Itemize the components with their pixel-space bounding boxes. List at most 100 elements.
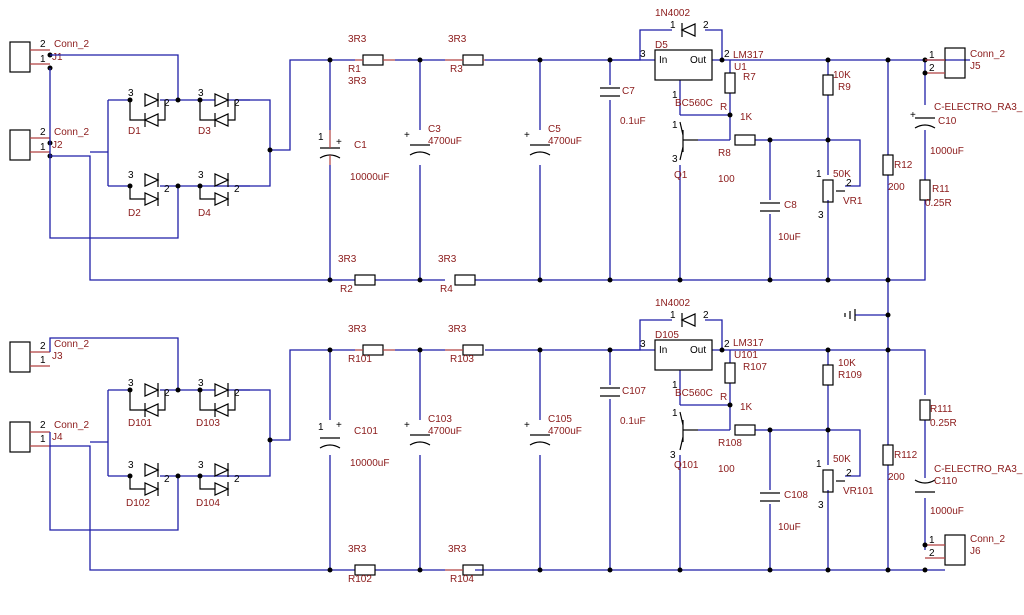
component-ref: C5 [548, 124, 561, 135]
potentiometer-vr1[interactable]: 50K 1 2 3 VR1 [816, 169, 863, 221]
pin-label: 2 [164, 474, 170, 485]
connector-j3[interactable]: 2 1 Conn_2 J3 [9, 339, 89, 373]
capacitor-c101[interactable]: + 1 C101 10000uF [318, 420, 389, 469]
component-value: 50K [833, 454, 851, 465]
component-value: Conn_2 [54, 39, 89, 50]
resistor-r2[interactable]: 3R3 R2 [338, 254, 376, 295]
component-ref: D101 [128, 418, 152, 429]
diode-d103[interactable]: 3 2 D103 [196, 378, 240, 429]
capacitor-c5[interactable]: + C5 4700uF [524, 124, 582, 156]
component-ref: C107 [622, 386, 646, 397]
component-ref: D5 [655, 40, 668, 51]
diode-d5[interactable]: 1N4002 1 2 D5 [655, 8, 709, 51]
component-ref: R103 [450, 354, 474, 365]
capacitor-c1[interactable]: + 1 C1 10000uF [318, 130, 389, 183]
component-ref: D103 [196, 418, 220, 429]
diode-d105[interactable]: 1N4002 1 2 D105 [655, 298, 709, 341]
svg-text:+: + [524, 420, 530, 431]
svg-text:+: + [404, 130, 410, 141]
pin-label: 1 [816, 459, 822, 470]
component-value: 4700uF [548, 136, 582, 147]
component-value: 0.1uF [620, 416, 646, 427]
resistor-r111[interactable]: R111 0.25R [919, 399, 957, 429]
pin-label: 3 [128, 88, 134, 99]
component-ref: R108 [718, 438, 742, 449]
pin-label: 3 [198, 88, 204, 99]
resistor-r3[interactable]: 3R3 R3 [445, 34, 485, 75]
connector-j5[interactable]: 1 2 Conn_2 J5 [922, 47, 1006, 79]
component-value: 200 [888, 472, 905, 483]
pin-label: 2 [234, 184, 240, 195]
component-value: LM317 [733, 338, 764, 349]
component-value: 3R3 [448, 34, 467, 45]
resistor-r4[interactable]: 3R3 R4 [438, 254, 476, 295]
pin-label: 3 [128, 460, 134, 471]
pin-label: 1 [670, 310, 676, 321]
resistor-r108[interactable]: 1K R R108 100 [718, 392, 756, 475]
component-value: Conn_2 [54, 339, 89, 350]
component-value: 1K [740, 112, 753, 123]
capacitor-c103[interactable]: + C103 4700uF [404, 414, 462, 446]
capacitor-c108[interactable]: C108 10uF [760, 490, 808, 533]
resistor-r109[interactable]: 10K R109 [822, 358, 862, 386]
regulator-u101[interactable]: In Out 3 2 LM317 U101 1 [640, 338, 764, 391]
component-ref: R9 [838, 82, 851, 93]
resistor-r112[interactable]: R112 200 [882, 444, 918, 483]
bridge-wiring [49, 54, 330, 281]
component-value: 1000uF [930, 506, 964, 517]
capacitor-c105[interactable]: + C105 4700uF [524, 414, 582, 446]
resistor-r11[interactable]: R11 0.25R [919, 179, 952, 209]
component-ref: R107 [743, 362, 767, 373]
resistor-r107[interactable]: R107 [724, 362, 767, 384]
component-ref: R7 [743, 72, 756, 83]
bridge-wiring [49, 337, 330, 571]
component-value: 1N4002 [655, 298, 690, 309]
connector-j4[interactable]: 2 1 Conn_2 J4 [9, 420, 89, 453]
pin-label: 3 [818, 210, 824, 221]
diode-d102[interactable]: 3 2 D102 [126, 460, 170, 509]
diode-d4[interactable]: 3 2 D4 [198, 170, 240, 219]
pin-label: 3 [198, 460, 204, 471]
pin-label: 3 [818, 500, 824, 511]
pin-label: 1 [816, 169, 822, 180]
capacitor-c7[interactable]: C7 0.1uF [600, 86, 646, 127]
pin-label: 2 [234, 98, 240, 109]
pin-name: Out [690, 55, 706, 66]
diode-d3[interactable]: 3 2 D3 [198, 88, 240, 137]
potentiometer-vr101[interactable]: 50K 1 2 3 VR101 [816, 454, 874, 511]
upper-rails [329, 29, 970, 350]
pin-label: 3 [640, 49, 646, 60]
resistor-r104[interactable]: 3R3 R104 [445, 544, 484, 585]
resistor-r12[interactable]: R12 200 [882, 154, 913, 193]
capacitor-c107[interactable]: C107 0.1uF [600, 386, 646, 427]
capacitor-c110[interactable]: C-ELECTRO_RA3_ C110 1000uF [914, 464, 1023, 517]
regulator-u1[interactable]: In Out 3 2 LM317 U1 1 [640, 49, 764, 101]
transistor-q1[interactable]: BC560C 1 3 Q1 [672, 98, 713, 181]
pin-label: 2 [846, 178, 852, 189]
connector-j6[interactable]: 1 2 Conn_2 J6 [922, 534, 1006, 566]
transistor-q101[interactable]: BC560C 1 3 Q101 [670, 388, 713, 471]
resistor-r8[interactable]: 1K R8 100 [718, 112, 756, 185]
component-value: 0.1uF [620, 116, 646, 127]
upper-junctions [327, 57, 928, 318]
capacitor-c8[interactable]: C8 10uF [760, 200, 801, 243]
component-value: 4700uF [428, 426, 462, 437]
resistor-r102[interactable]: 3R3 R102 [348, 544, 376, 585]
diode-d101[interactable]: 3 2 D101 [128, 378, 170, 429]
resistor-r1[interactable]: 3R3 R1 3R3 [348, 34, 395, 87]
capacitor-c3[interactable]: + C3 4700uF [404, 124, 462, 156]
capacitor-c10[interactable]: + C-ELECTRO_RA3_ C10 1000uF [910, 102, 1023, 157]
resistor-r103[interactable]: 3R3 R103 [445, 324, 484, 365]
pin-label: 1 [318, 132, 324, 143]
component-ref: U1 [734, 62, 747, 73]
diode-d1[interactable]: 3 2 D1 [128, 88, 170, 137]
component-ref: C10 [938, 116, 957, 127]
pin-label: 1 [672, 408, 678, 419]
resistor-r9[interactable]: 10K R9 [822, 70, 851, 96]
resistor-r7[interactable]: R7 R [720, 72, 756, 113]
diode-d2[interactable]: 3 2 D2 [128, 170, 170, 219]
diode-d104[interactable]: 3 2 D104 [196, 460, 240, 509]
resistor-r101[interactable]: 3R3 R101 [348, 324, 395, 365]
connector-j2[interactable]: 2 1 Conn_2 J2 [9, 127, 89, 161]
